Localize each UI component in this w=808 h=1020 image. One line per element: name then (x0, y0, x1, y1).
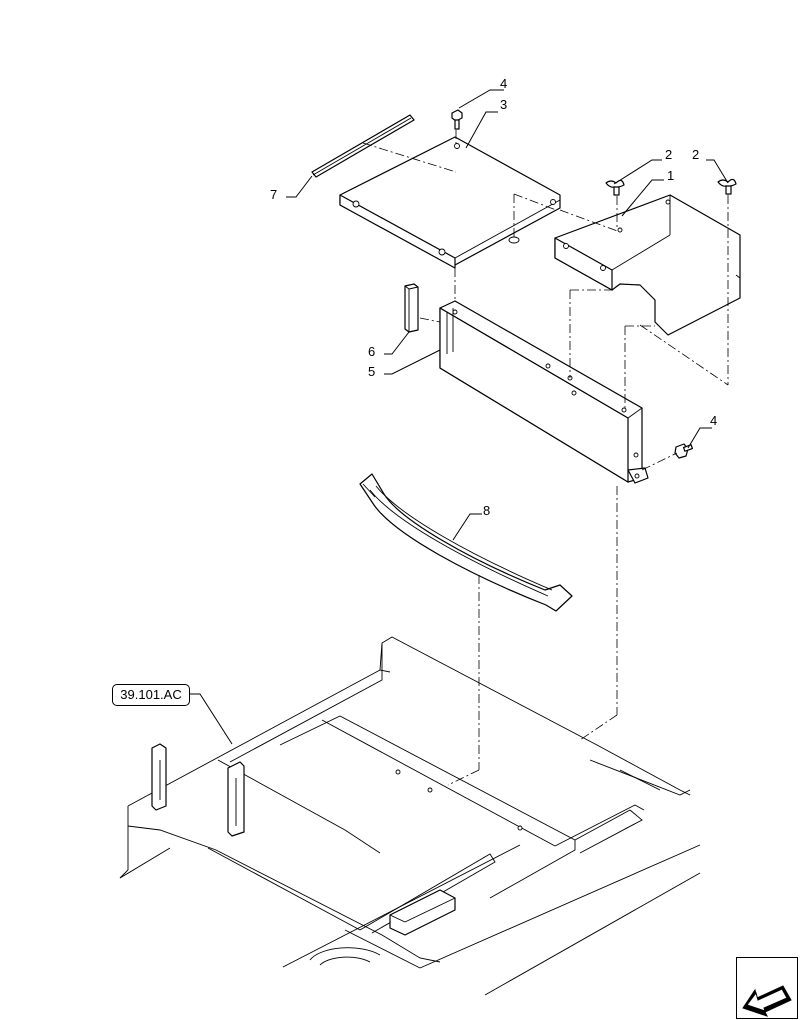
callout-7: 7 (270, 187, 277, 202)
callout-4-side: 4 (710, 413, 717, 428)
callout-6: 6 (368, 344, 375, 359)
part-6-spacer (404, 283, 419, 333)
assembly-lines (362, 130, 729, 786)
part-8-frame-bar (359, 473, 573, 612)
callout-8: 8 (483, 503, 490, 518)
part-1-shield (554, 194, 741, 336)
part-4-bolt-side (674, 443, 694, 459)
part-4-bolt-top (451, 109, 463, 130)
reference-label[interactable]: 39.101.AC (112, 684, 190, 706)
leader-lines (188, 89, 729, 745)
part-2-wing-nut-left (605, 179, 625, 196)
callout-4-top: 4 (500, 76, 507, 91)
part-2-wing-nut-right (717, 178, 737, 195)
arrow-return-icon[interactable] (736, 957, 798, 1019)
callout-3: 3 (500, 97, 507, 112)
callout-2-left: 2 (665, 147, 672, 162)
callout-2-right: 2 (692, 147, 699, 162)
callout-1: 1 (667, 168, 674, 183)
chassis-frame (119, 636, 701, 996)
callout-5: 5 (368, 364, 375, 379)
part-3-cover-plate (339, 136, 561, 269)
part-7-rubber-strip (311, 114, 415, 178)
part-5-bracket (439, 300, 649, 484)
